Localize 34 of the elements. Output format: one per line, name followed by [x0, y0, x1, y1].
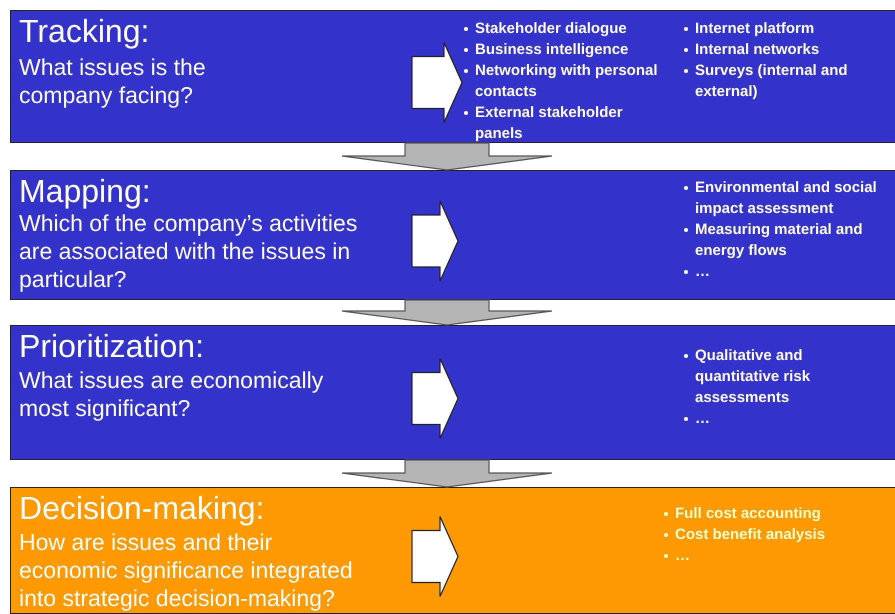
bullet-text: Measuring material and energy flows: [695, 221, 863, 259]
stage-band: [10, 10, 895, 143]
block-arrow: [411, 358, 459, 440]
stage-heading: Decision-making:: [19, 490, 264, 526]
bullet-text: Networking with personal contacts: [475, 62, 658, 100]
stage-heading: Mapping:: [19, 173, 151, 209]
bullet-text: Surveys (internal and external): [695, 62, 848, 100]
stage-question: How are issues and their economic significance integrated into strategic decision-making?: [19, 528, 411, 612]
bullet-text: Full cost accounting: [675, 505, 821, 522]
bullet-text: …: [695, 410, 710, 427]
bullet-text: Business intelligence: [475, 41, 628, 58]
bullet-text: Qualitative and quantitative risk assessments: [695, 347, 810, 406]
stage-question: What issues is the company facing?: [19, 53, 411, 109]
bullet-text: Environmental and social impact assessment: [695, 179, 877, 217]
stage-band: [10, 325, 895, 460]
stage-heading: Tracking:: [19, 13, 150, 49]
stage-band: [10, 170, 895, 300]
down-arrow: [341, 142, 553, 171]
down-arrow: [341, 459, 553, 488]
stage-band: [10, 487, 895, 614]
block-arrow: [411, 200, 459, 282]
block-arrow: [411, 516, 459, 598]
bullet-text: External stakeholder panels: [475, 104, 623, 142]
bullet-text: Internet platform: [695, 20, 814, 37]
bullet-text: Cost benefit analysis: [675, 526, 826, 543]
bullet-text: …: [695, 263, 710, 280]
stage-question: Which of the company’s activities are associated with the issues in particular?: [19, 209, 411, 293]
stage-heading: Prioritization:: [19, 328, 204, 364]
block-arrow: [411, 42, 463, 124]
bullet-text: Stakeholder dialogue: [475, 20, 627, 37]
down-arrow: [341, 299, 553, 326]
stage-question: What issues are economically most significant?: [19, 366, 411, 422]
bullet-text: Internal networks: [695, 41, 820, 58]
bullet-text: …: [675, 547, 690, 564]
